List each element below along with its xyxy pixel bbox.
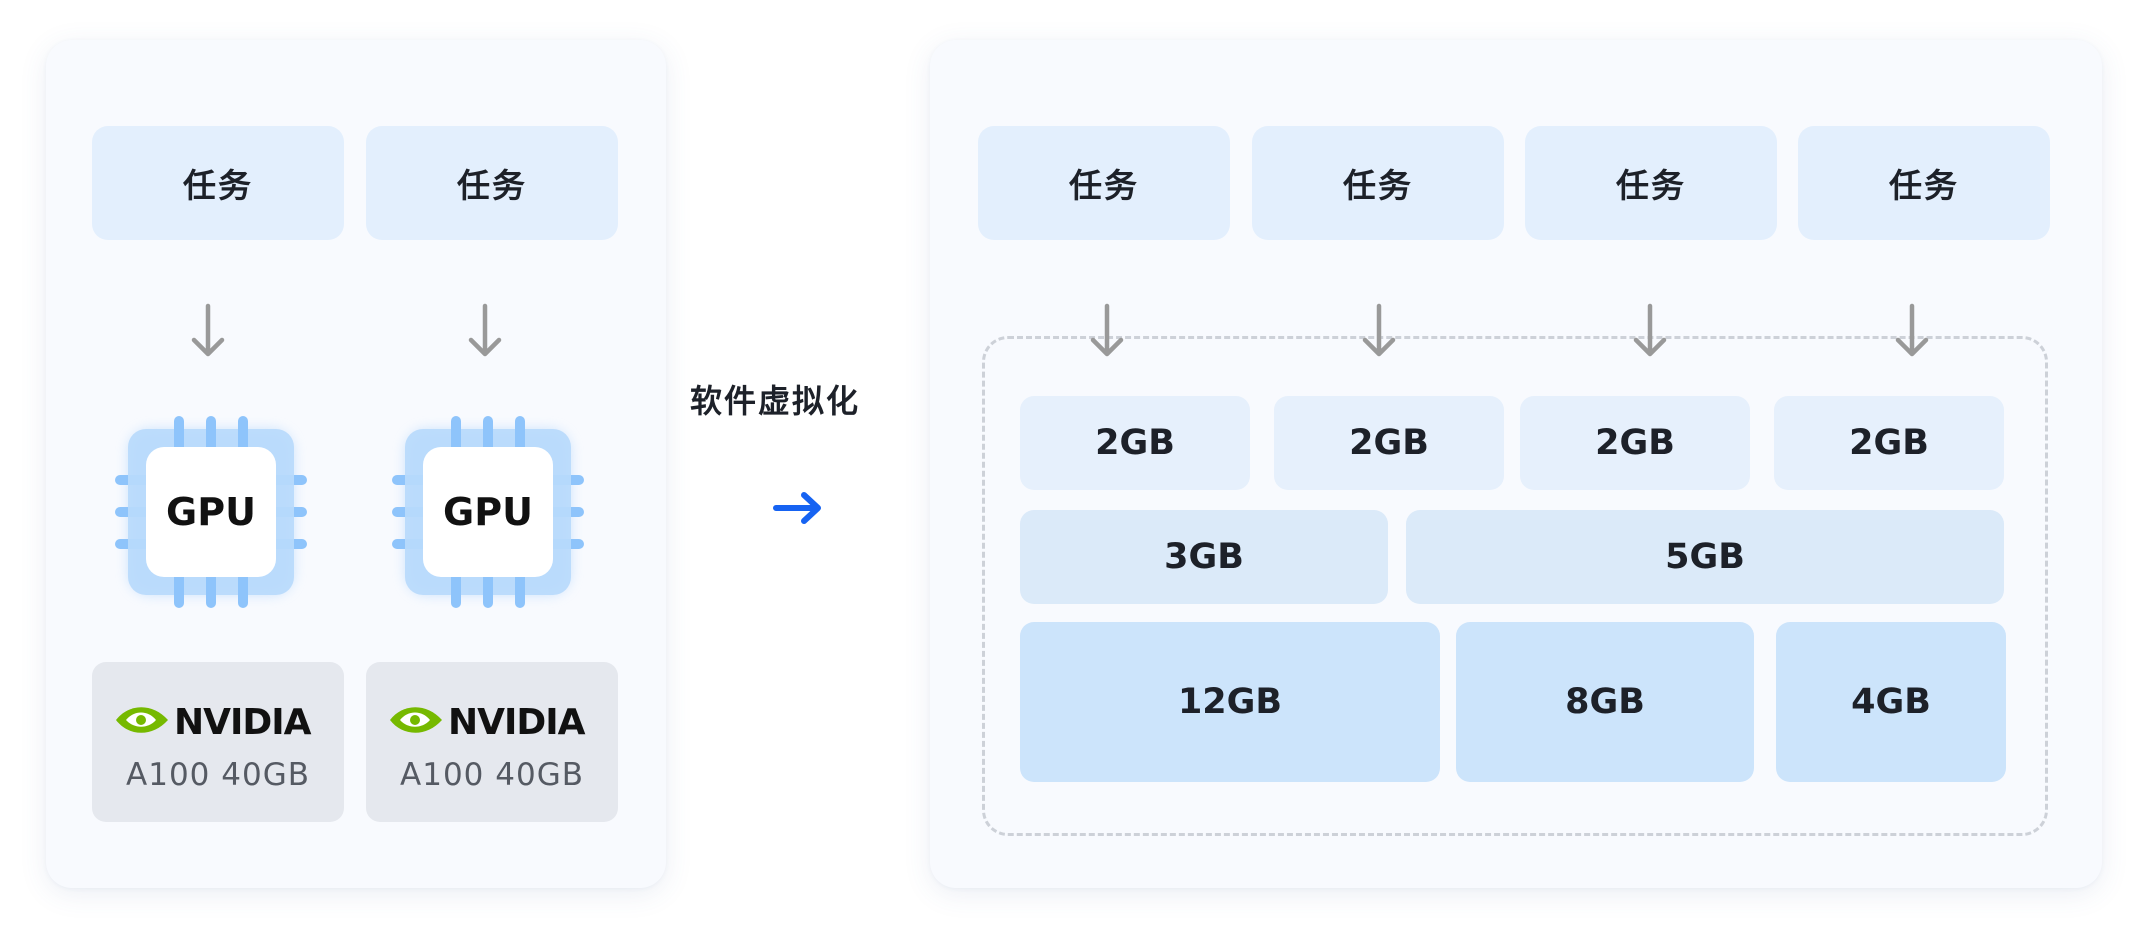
left-task-2: 任务 [366,126,618,240]
nvidia-logo: NVIDIA [390,702,587,742]
memory-block-2gb: 2GB [1274,396,1504,490]
task-label: 任务 [183,166,253,205]
down-arrow-icon [1362,303,1396,357]
memory-block-12gb: 12GB [1020,622,1440,782]
gpu-label: GPU [423,447,553,577]
down-arrow-icon [1090,303,1124,357]
task-label: 任务 [457,166,527,205]
gpu-chip-icon: GPU [110,411,312,613]
memory-block-2gb: 2GB [1520,396,1750,490]
down-arrow-icon [1633,303,1667,357]
left-task-1: 任务 [92,126,344,240]
gpu-label: GPU [146,447,276,577]
virtualization-caption: 软件虚拟化 [690,382,861,420]
down-arrow-icon [191,303,225,357]
gpu-model: A100 40GB [400,757,584,793]
memory-block-3gb: 3GB [1020,510,1388,604]
right-task-4: 任务 [1798,126,2050,240]
nvidia-card: NVIDIA A100 40GB [92,662,344,822]
memory-block-2gb: 2GB [1020,396,1250,490]
nvidia-logo: NVIDIA [116,702,313,742]
down-arrow-icon [468,303,502,357]
gpu-chip-icon: GPU [387,411,589,613]
right-task-3: 任务 [1525,126,1777,240]
task-label: 任务 [1069,166,1139,205]
nvidia-brand: NVIDIA [448,702,586,742]
task-label: 任务 [1616,166,1686,205]
right-task-1: 任务 [978,126,1230,240]
task-label: 任务 [1343,166,1413,205]
memory-block-2gb: 2GB [1774,396,2004,490]
virtual-memory-pool [982,336,2048,836]
down-arrow-icon [1895,303,1929,357]
task-label: 任务 [1889,166,1959,205]
right-arrow-icon [773,492,821,524]
nvidia-brand: NVIDIA [174,702,312,742]
memory-block-5gb: 5GB [1406,510,2004,604]
memory-block-8gb: 8GB [1456,622,1754,782]
right-task-2: 任务 [1252,126,1504,240]
gpu-model: A100 40GB [126,757,310,793]
memory-block-4gb: 4GB [1776,622,2006,782]
nvidia-card: NVIDIA A100 40GB [366,662,618,822]
